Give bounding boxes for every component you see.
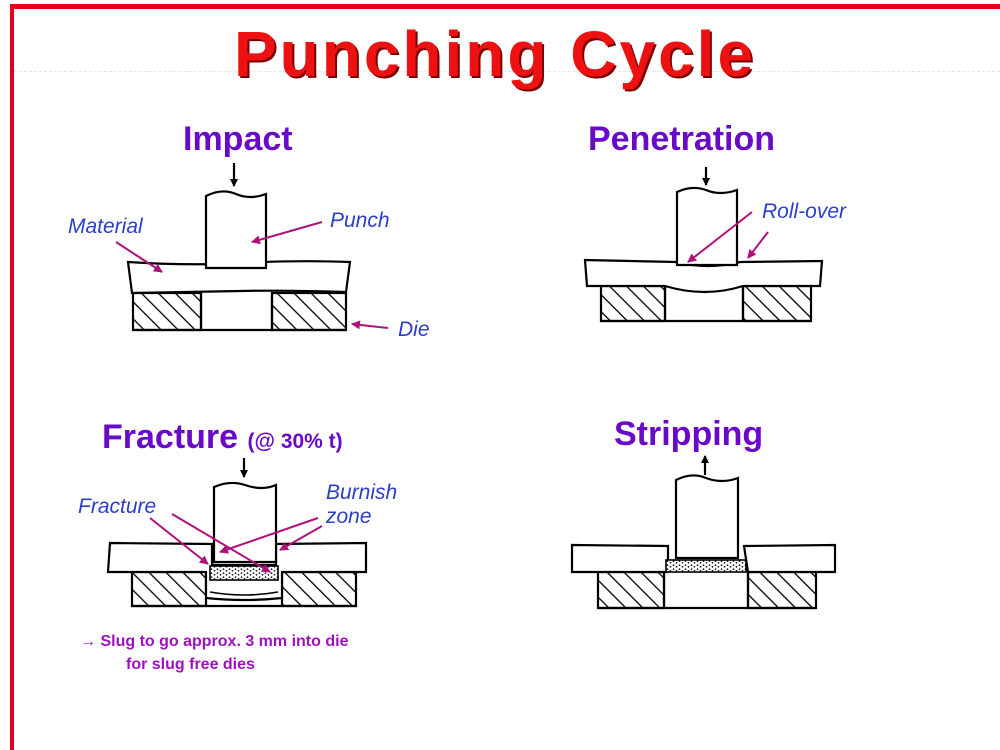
note-line1: Slug to go approx. 3 mm into die <box>100 633 349 650</box>
leader-lines <box>115 211 769 573</box>
slug-note: → Slug to go approx. 3 mm into die for s… <box>80 630 410 676</box>
slide-title: Punching Cycle <box>233 18 757 90</box>
label-rollover: Roll-over <box>762 200 847 223</box>
stripping-diagram <box>570 455 837 610</box>
title-divider <box>14 71 1000 72</box>
stripping-punch <box>674 474 740 560</box>
leader-rollover-2 <box>747 231 769 259</box>
leader-burnish-2 <box>279 525 323 551</box>
leader-fracture-1 <box>149 517 209 565</box>
heading-fracture: Fracture (@ 30% t) <box>102 420 343 454</box>
penetration-die-left <box>599 284 667 323</box>
stripping-die-right <box>746 570 818 610</box>
slide-frame-left <box>10 4 14 750</box>
impact-punch <box>204 190 268 270</box>
leader-rollover-1 <box>687 211 753 263</box>
fracture-diagram <box>106 458 368 608</box>
heading-stripping: Stripping <box>614 415 764 453</box>
heading-impact: Impact <box>183 120 293 158</box>
leader-punch <box>251 221 323 245</box>
impact-die-left <box>131 291 203 332</box>
leader-fracture-2 <box>171 513 271 573</box>
label-burnish-line2: zone <box>326 504 372 528</box>
heading-fracture-main: Fracture <box>102 418 239 456</box>
stripping-slug <box>665 559 747 573</box>
stripping-die-left <box>596 570 666 610</box>
label-burnish-line1: Burnish <box>326 481 398 504</box>
fracture-die-right <box>280 570 358 608</box>
leader-die <box>351 320 389 330</box>
impact-diagram <box>126 163 352 332</box>
leader-material <box>115 241 163 273</box>
label-punch: Punch <box>330 209 390 232</box>
label-fracture: Fracture <box>78 495 157 518</box>
note-arrow-icon: → <box>80 633 96 650</box>
slide-frame-top <box>10 4 1000 9</box>
label-material: Material <box>68 215 143 238</box>
fracture-slug <box>209 565 279 581</box>
note-line2: for slug free dies <box>126 656 255 674</box>
penetration-die-right <box>741 284 813 323</box>
fracture-die-left <box>130 570 208 608</box>
heading-penetration: Penetration <box>588 120 776 158</box>
penetration-diagram <box>583 167 824 323</box>
impact-die-right <box>270 291 348 332</box>
fracture-punch <box>212 481 278 564</box>
penetration-punch <box>675 186 739 267</box>
heading-fracture-sub: (@ 30% t) <box>247 430 343 453</box>
stripping-material <box>570 543 670 574</box>
leader-burnish-1 <box>219 517 319 554</box>
label-die: Die <box>398 318 430 341</box>
